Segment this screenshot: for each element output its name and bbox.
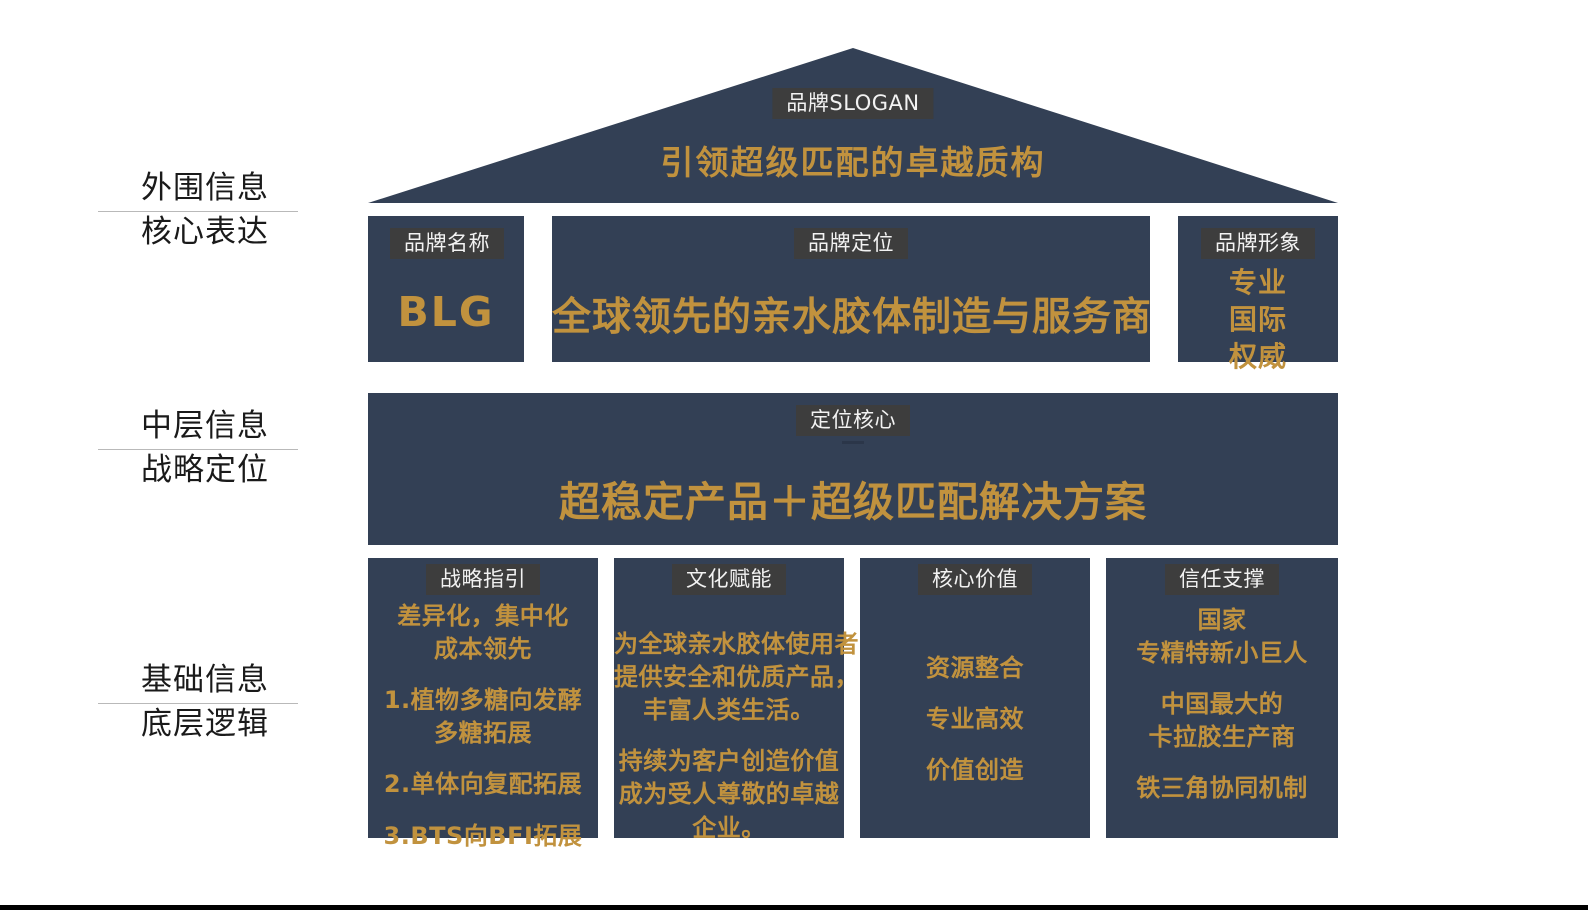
base-column-badge: 文化赋能 bbox=[672, 564, 786, 595]
base-column-line: 3.BTS向BFI拓展 bbox=[383, 821, 583, 850]
axis-label-middle-top: 中层信息 bbox=[141, 408, 269, 444]
base-column-block: 3.BTS向BFI拓展 bbox=[368, 820, 598, 853]
roof-triangle-icon bbox=[368, 48, 1338, 203]
base-column-line: 中国最大的 bbox=[1160, 690, 1284, 719]
brand-image-line: 权威 bbox=[1228, 340, 1287, 374]
base-column-line: 持续为客户创造价值 bbox=[618, 747, 840, 776]
base-column-body-2: 资源整合专业高效价值创造 bbox=[860, 652, 1090, 787]
base-column-block: 中国最大的卡拉胶生产商 bbox=[1106, 688, 1338, 754]
brand-position-badge: 品牌定位 bbox=[794, 228, 908, 259]
base-column-culture[interactable]: 文化赋能 为全球亲水胶体使用者提供安全和优质产品，丰富人类生活。持续为客户创造价… bbox=[614, 558, 859, 842]
core-position-badge: 定位核心 bbox=[796, 405, 910, 436]
base-column-line: 企业。 bbox=[692, 813, 766, 842]
base-column-line: 专精特新小巨人 bbox=[1136, 639, 1308, 668]
brand-name-panel[interactable]: 品牌名称 BLG bbox=[368, 216, 524, 362]
brand-image-line: 国际 bbox=[1228, 303, 1287, 337]
brand-image-line: 专业 bbox=[1228, 266, 1287, 299]
base-column-line: 成为受人尊敬的卓越 bbox=[618, 780, 840, 809]
axis-label-base-bottom: 底层逻辑 bbox=[141, 705, 269, 742]
axis-label-base-top: 基础信息 bbox=[141, 662, 269, 698]
base-column-line: 价值创造 bbox=[926, 756, 1024, 785]
axis-divider bbox=[98, 210, 298, 212]
roof-badge: 品牌SLOGAN bbox=[772, 88, 934, 119]
base-column-line: 多糖拓展 bbox=[434, 719, 532, 748]
base-column-block: 国家专精特新小巨人 bbox=[1106, 604, 1338, 670]
core-position-dash-mark bbox=[842, 441, 864, 444]
axis-label-outer-bottom: 核心表达 bbox=[141, 213, 269, 250]
base-column-badge: 核心价值 bbox=[918, 564, 1032, 595]
base-column-trust[interactable]: 信任支撑 国家专精特新小巨人中国最大的卡拉胶生产商铁三角协同机制 bbox=[1106, 558, 1338, 838]
base-column-badge: 信任支撑 bbox=[1165, 564, 1279, 595]
roof-shape: 品牌SLOGAN 引领超级匹配的卓越质构 bbox=[368, 48, 1338, 203]
base-column-line: 差异化，集中化 bbox=[397, 602, 569, 630]
base-column-strategy[interactable]: 战略指引 差异化，集中化成本领先 1.植物多糖向发酵多糖拓展 2.单体向复配拓展 3.… bbox=[368, 558, 598, 850]
axis-group-outer: 外围信息 核心表达 bbox=[90, 170, 320, 250]
brand-position-value: 全球领先的亲水胶体制造与服务商 bbox=[552, 295, 1153, 340]
base-column-body-1: 为全球亲水胶体使用者提供安全和优质产品，丰富人类生活。持续为客户创造价值成为受人… bbox=[614, 628, 859, 845]
brand-image-panel[interactable]: 品牌形象 专业国际权威 bbox=[1178, 216, 1338, 373]
base-column-block: 价值创造 bbox=[860, 754, 1090, 787]
base-column-line: 2.单体向复配拓展 bbox=[383, 770, 583, 799]
base-column-badge: 战略指引 bbox=[426, 564, 540, 595]
base-column-line: 丰富人类生活。 bbox=[643, 696, 815, 725]
base-column-body-0: 差异化，集中化成本领先 1.植物多糖向发酵多糖拓展 2.单体向复配拓展 3.BTS向B… bbox=[368, 600, 598, 853]
axis-label-middle-bottom: 战略定位 bbox=[141, 451, 269, 488]
base-column-line: 提供安全和优质产品， bbox=[614, 663, 859, 692]
base-column-block: 持续为客户创造价值成为受人尊敬的卓越企业。 bbox=[614, 745, 844, 844]
axis-group-base: 基础信息 底层逻辑 bbox=[90, 662, 320, 742]
axis-divider bbox=[98, 702, 298, 704]
base-column-block: 差异化，集中化成本领先 bbox=[368, 600, 598, 666]
axis-group-middle: 中层信息 战略定位 bbox=[90, 408, 320, 488]
base-column-line: 专业高效 bbox=[926, 705, 1024, 734]
base-column-line: 1.植物多糖向发酵 bbox=[383, 686, 583, 715]
core-position-panel[interactable]: 定位核心 超稳定产品＋超级匹配解决方案 bbox=[368, 393, 1338, 545]
core-position-value: 超稳定产品＋超级匹配解决方案 bbox=[559, 478, 1147, 526]
brand-name-value: BLG bbox=[397, 288, 495, 336]
base-column-body-3: 国家专精特新小巨人中国最大的卡拉胶生产商铁三角协同机制 bbox=[1106, 604, 1338, 806]
base-column-line: 为全球亲水胶体使用者 bbox=[614, 630, 859, 658]
axis-divider bbox=[98, 448, 298, 450]
base-column-line: 资源整合 bbox=[926, 654, 1024, 682]
roof-slogan-text: 引领超级匹配的卓越质构 bbox=[660, 143, 1046, 182]
axis-label-outer-top: 外围信息 bbox=[141, 170, 269, 206]
brand-position-panel[interactable]: 品牌定位 全球领先的亲水胶体制造与服务商 bbox=[552, 216, 1153, 362]
base-column-block: 2.单体向复配拓展 bbox=[368, 768, 598, 801]
base-column-line: 成本领先 bbox=[434, 635, 532, 664]
base-column-line: 铁三角协同机制 bbox=[1136, 774, 1308, 803]
brand-image-badge: 品牌形象 bbox=[1201, 228, 1315, 259]
base-column-block: 专业高效 bbox=[860, 703, 1090, 736]
base-column-line: 国家 bbox=[1197, 606, 1247, 634]
base-column-block: 铁三角协同机制 bbox=[1106, 772, 1338, 805]
base-column-block: 为全球亲水胶体使用者提供安全和优质产品， 丰富人类生活。 bbox=[614, 628, 859, 727]
base-column-block: 资源整合 bbox=[860, 652, 1090, 685]
brand-image-lines: 专业国际权威 bbox=[1178, 264, 1338, 376]
base-column-block: 1.植物多糖向发酵多糖拓展 bbox=[368, 684, 598, 750]
base-column-line: 卡拉胶生产商 bbox=[1148, 723, 1296, 752]
brand-name-badge: 品牌名称 bbox=[390, 228, 504, 259]
base-column-core-value[interactable]: 核心价值 资源整合专业高效价值创造 bbox=[860, 558, 1090, 838]
